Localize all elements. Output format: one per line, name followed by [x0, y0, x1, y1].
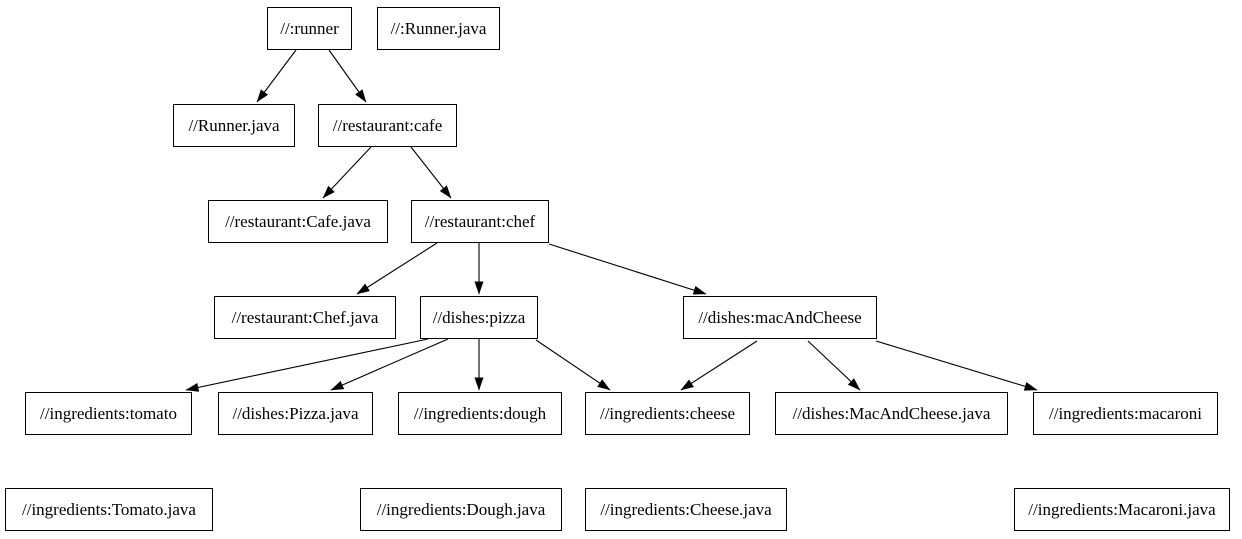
node-macaroni-java: //ingredients:Macaroni.java: [1014, 488, 1230, 531]
edge-pizza-to-pizza-java: [330, 338, 449, 391]
node-runner-java: //Runner.java: [173, 104, 295, 147]
node-label: //restaurant:Cafe.java: [225, 211, 371, 231]
node-mac-and-cheese-java: //dishes:MacAndCheese.java: [775, 392, 1008, 435]
edge-pizza-to-tomato: [185, 338, 429, 392]
node-tomato: //ingredients:tomato: [25, 392, 192, 435]
node-dough-java: //ingredients:Dough.java: [360, 488, 562, 531]
node-label: //ingredients:cheese: [599, 403, 735, 423]
edge-mac-and-cheese-to-macaroni: [875, 340, 1038, 391]
edge-runner-to-cafe: [328, 49, 367, 103]
node-label: //:runner: [280, 18, 339, 38]
node-label: //ingredients:macaroni: [1049, 403, 1202, 423]
node-label: //ingredients:Dough.java: [376, 499, 546, 519]
node-chef: //restaurant:chef: [411, 200, 549, 243]
node-macaroni: //ingredients:macaroni: [1033, 392, 1218, 435]
edge-runner-to-runner-java: [256, 49, 297, 103]
node-label: //dishes:MacAndCheese.java: [792, 403, 991, 423]
node-cafe: //restaurant:cafe: [318, 104, 457, 147]
edge-mac-and-cheese-to-cheese: [680, 340, 758, 391]
node-pizza-java: //dishes:Pizza.java: [218, 392, 373, 435]
node-label: //ingredients:tomato: [40, 403, 177, 423]
node-label: //dishes:macAndCheese: [698, 307, 862, 327]
edge-chef-to-mac-and-cheese: [548, 243, 707, 295]
node-mac-and-cheese: //dishes:macAndCheese: [683, 296, 877, 339]
node-dough: //ingredients:dough: [398, 392, 562, 435]
node-label: //dishes:pizza: [432, 307, 526, 327]
node-label: //ingredients:Cheese.java: [600, 499, 772, 519]
node-cheese-java: //ingredients:Cheese.java: [585, 488, 787, 531]
node-cheese: //ingredients:cheese: [585, 392, 750, 435]
edge-mac-and-cheese-to-mac-and-cheese-java: [807, 340, 861, 391]
node-runner: //:runner: [267, 7, 352, 50]
node-pizza: //dishes:pizza: [420, 296, 538, 339]
edge-chef-to-chef-java: [356, 242, 438, 295]
node-label: //restaurant:chef: [424, 211, 536, 231]
node-label: //ingredients:Macaroni.java: [1028, 499, 1216, 519]
node-label: //restaurant:cafe: [332, 115, 443, 135]
node-label: //Runner.java: [188, 115, 280, 135]
node-cafe-java: //restaurant:Cafe.java: [208, 200, 388, 243]
edge-cafe-to-chef: [410, 146, 452, 199]
edge-cafe-to-cafe-java: [322, 146, 372, 199]
node-runner-java-root: //:Runner.java: [377, 7, 500, 50]
node-label: //ingredients:Tomato.java: [22, 499, 196, 519]
node-chef-java: //restaurant:Chef.java: [214, 296, 396, 339]
node-label: //ingredients:dough: [413, 403, 547, 423]
node-label: //:Runner.java: [390, 18, 487, 38]
node-tomato-java: //ingredients:Tomato.java: [5, 488, 213, 531]
edge-pizza-to-cheese: [535, 339, 611, 391]
node-label: //restaurant:Chef.java: [231, 307, 379, 327]
node-label: //dishes:Pizza.java: [232, 403, 359, 423]
